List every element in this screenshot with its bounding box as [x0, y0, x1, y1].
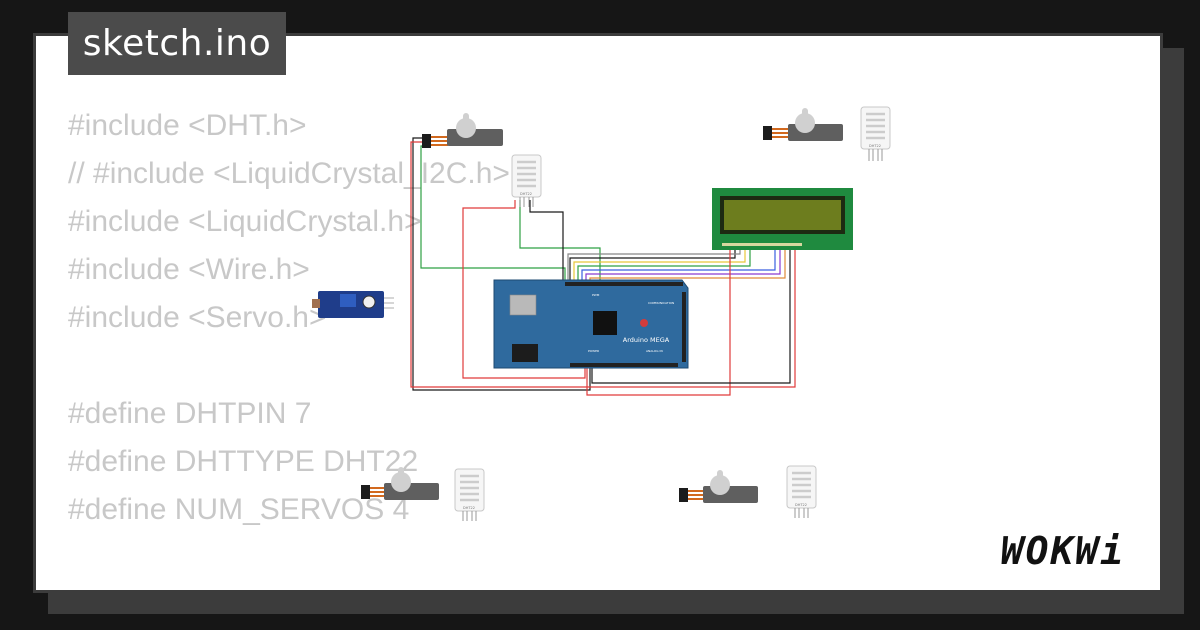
wire-dht-gnd	[529, 200, 564, 282]
servo-motor-icon[interactable]	[763, 108, 843, 141]
dht22-sensor-icon[interactable]: DHT22	[454, 468, 485, 521]
servo-motor-icon[interactable]	[422, 113, 503, 148]
code-line: #include <Servo.h>	[68, 301, 327, 334]
microcontroller-chip	[593, 311, 617, 335]
wire-lcd-7	[567, 247, 741, 282]
usb-port	[509, 294, 537, 316]
wire-lcd-gnd	[591, 247, 791, 384]
wire-servo-vcc	[410, 141, 796, 388]
wire-servo-signal	[420, 145, 566, 282]
wire-servo-gnd	[412, 137, 591, 391]
code-preview: #include <DHT.h> // #include <LiquidCryst…	[68, 102, 510, 534]
lcd-pins	[722, 243, 802, 246]
code-line: #define DHTPIN 7	[68, 397, 312, 430]
servo-motor-icon[interactable]	[679, 470, 758, 503]
code-line: #include <DHT.h>	[68, 109, 307, 142]
wokwi-logo: WOKWi	[1001, 529, 1125, 573]
wire-lcd-2	[573, 247, 746, 282]
wokwi-logo-text: WOKWi	[1001, 529, 1125, 573]
wire-lcd-4	[581, 247, 776, 282]
board-section-analog: ANALOG IN	[646, 349, 663, 353]
wire-lcd-5	[585, 247, 781, 282]
wire-lcd-vcc	[586, 247, 731, 396]
analog-header	[570, 363, 678, 367]
dht22-label: DHT22	[869, 144, 881, 148]
wire-lcd-1	[569, 247, 736, 282]
code-line: #define NUM_SERVOS 4	[68, 493, 410, 526]
wire-lcd-6	[589, 247, 786, 282]
wire-dht-vcc	[462, 200, 586, 379]
digital-header	[565, 282, 683, 286]
board-section-comm: COMMUNICATION	[648, 301, 674, 305]
reset-button	[640, 319, 648, 327]
ir-sensor-module-icon[interactable]	[312, 291, 394, 318]
file-tab[interactable]: sketch.ino	[68, 12, 286, 75]
wire-lcd-3	[577, 247, 751, 282]
dht22-sensor-icon[interactable]: DHT22	[511, 154, 542, 207]
power-jack	[512, 344, 538, 362]
board-section-power: POWER	[588, 349, 599, 353]
code-line: #include <LiquidCrystal.h>	[68, 205, 422, 238]
board-name: Arduino MEGA	[623, 336, 670, 344]
dht22-label: DHT22	[520, 192, 532, 196]
dht22-label: DHT22	[463, 506, 475, 510]
dht22-sensor-icon[interactable]: DHT22	[786, 465, 817, 518]
wire-dht-data	[519, 200, 601, 282]
dht22-sensor-icon[interactable]: DHT22	[860, 106, 891, 161]
code-line: // #include <LiquidCrystal_I2C.h>	[68, 157, 510, 190]
code-line: #include <Wire.h>	[68, 253, 310, 286]
arduino-mega-icon[interactable]: Arduino MEGA PWM COMMUNICATION POWER ANA…	[493, 279, 689, 369]
dht22-label: DHT22	[795, 503, 807, 507]
lcd-display-icon[interactable]	[712, 188, 853, 250]
board-section-pwm: PWM	[592, 293, 600, 297]
side-header	[682, 292, 686, 362]
servo-motor-icon[interactable]	[361, 467, 439, 500]
